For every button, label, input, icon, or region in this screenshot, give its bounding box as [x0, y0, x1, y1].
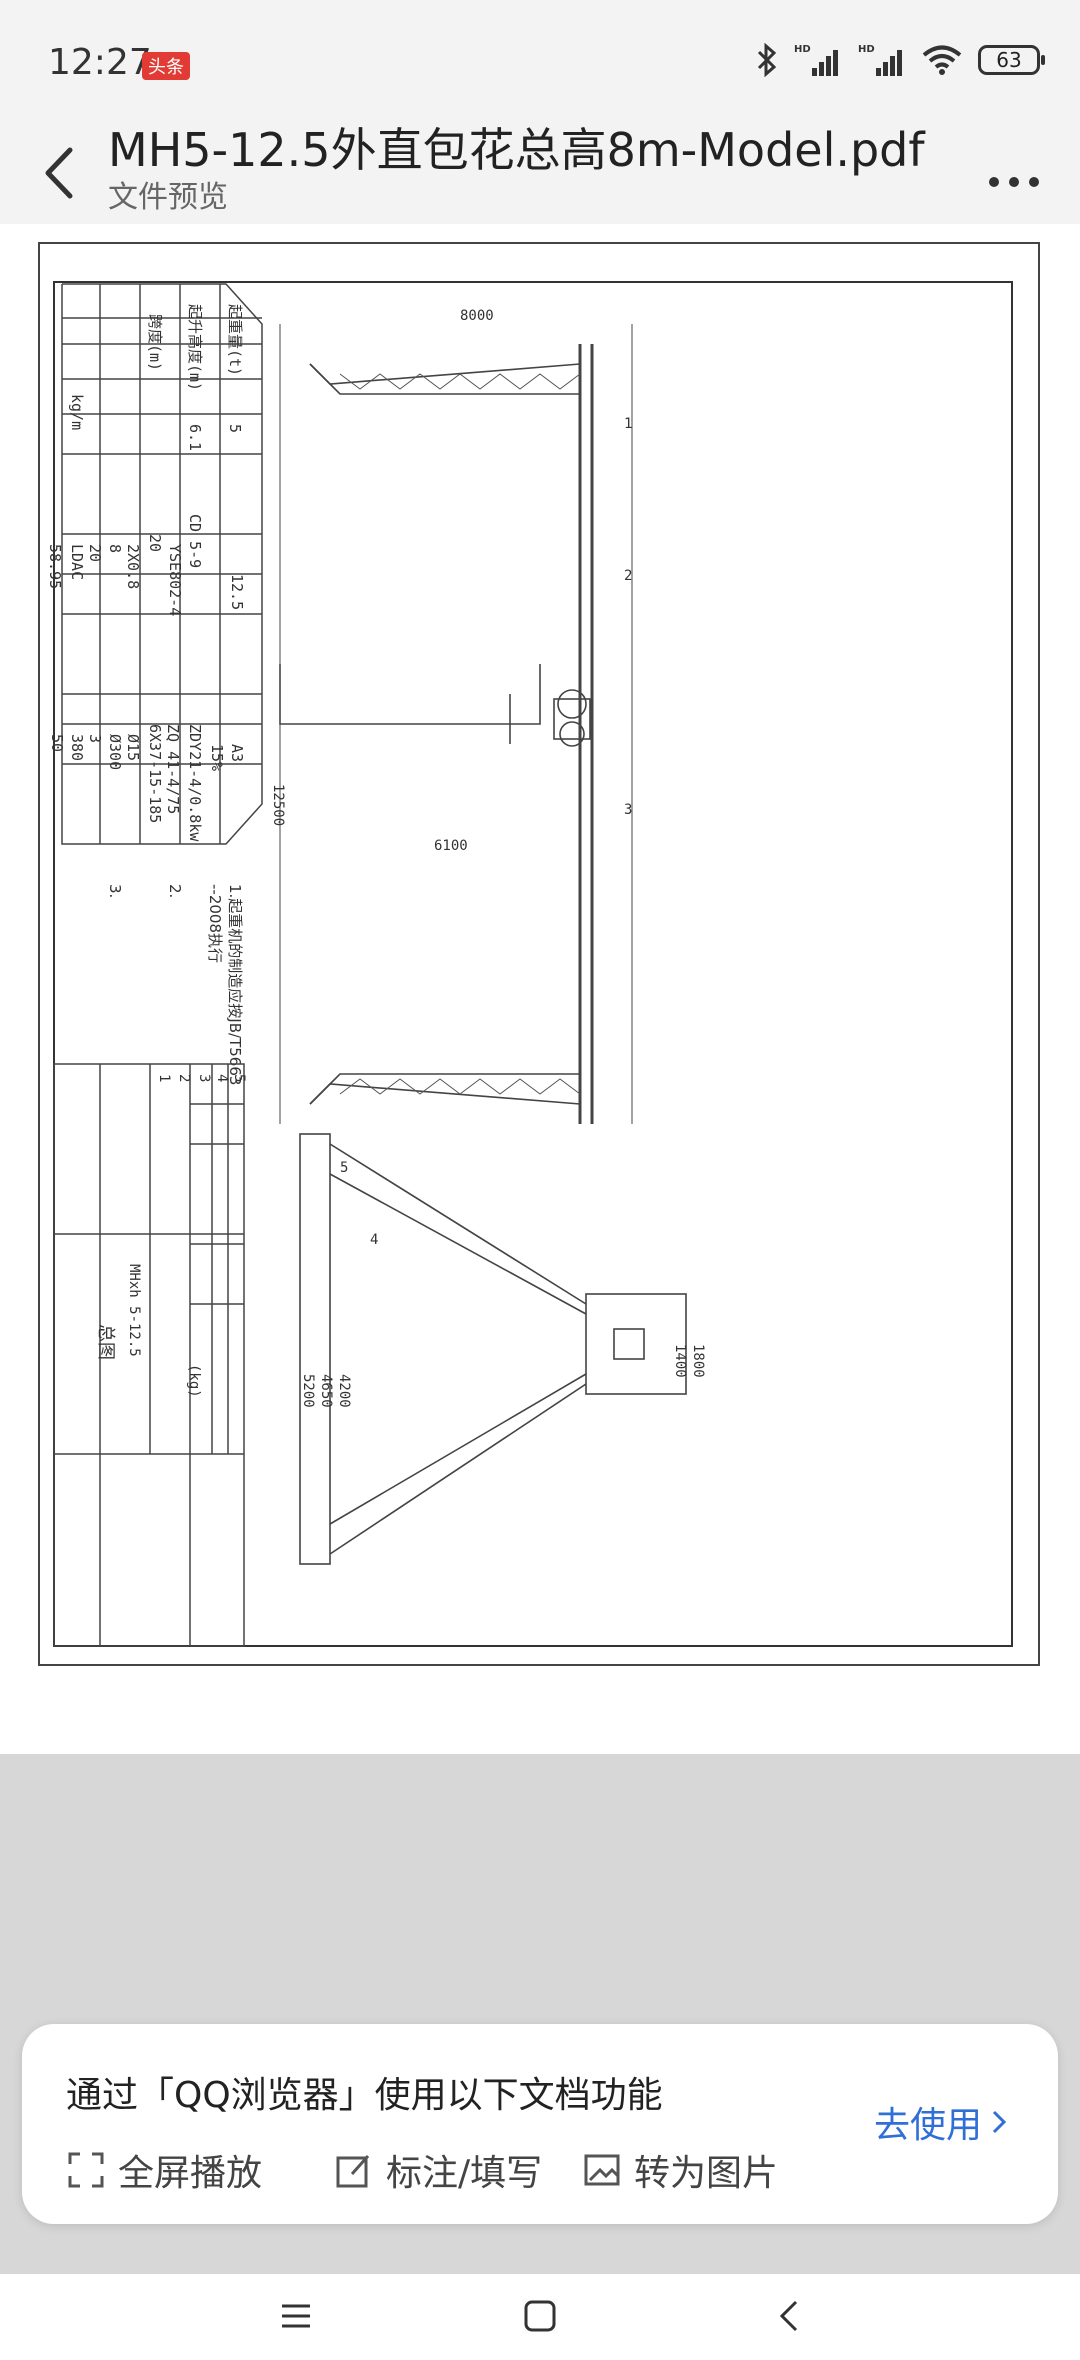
back-arrow-icon[interactable] — [34, 138, 90, 208]
spec-drive: ZDY21-4/0.8kw — [186, 724, 204, 842]
spec-label-span: 跨度(m) — [146, 314, 164, 371]
bluetooth-icon — [757, 43, 777, 77]
spec-weight: 58.95 — [46, 544, 64, 589]
fullscreen-label: 全屏播放 — [118, 2153, 263, 2194]
document-title: MH5-12.5外直包花总高8m-Model.pdf — [108, 123, 925, 177]
dim-5200: 5200 — [300, 1374, 316, 1408]
spec-wheels: 3 — [86, 734, 104, 743]
spec-rope-dia: Ø15 — [124, 734, 142, 761]
spec-label-height: 起升高度(m) — [186, 304, 204, 391]
parts-number-4: 2 — [176, 1074, 192, 1082]
annotate-label: 标注/填写 — [386, 2153, 543, 2194]
more-options-icon[interactable] — [984, 142, 1044, 198]
note-3: 3. — [106, 884, 124, 898]
to-image-label: 转为图片 — [634, 2153, 779, 2194]
image-icon — [584, 2154, 620, 2186]
system-nav-bar — [0, 2274, 1080, 2360]
to-image-feature[interactable]: 转为图片 — [582, 2144, 778, 2196]
use-button[interactable]: 去使用 — [874, 2096, 1008, 2148]
callout-3: 3 — [624, 802, 632, 818]
status-bar: 12:27 头条 HD HD 63 — [0, 0, 1080, 120]
spec-wheel: Ø300 — [106, 734, 124, 770]
spec-capacity: 5 — [226, 424, 244, 433]
spec-power: 2X0.8 — [124, 544, 142, 589]
dim-1400: 1400 — [672, 1344, 688, 1378]
annotate-feature[interactable]: 标注/填写 — [334, 2144, 542, 2196]
callout-5: 5 — [340, 1160, 348, 1176]
dim-4650: 4650 — [318, 1374, 334, 1408]
spec-unit: kg/m — [68, 394, 86, 430]
note-1: 1.起重机的制造应按JB/T5663 — [226, 884, 244, 1085]
spec-duty: 15% — [208, 744, 226, 771]
status-icons: HD HD 63 — [756, 38, 1045, 82]
signal-1-icon: HD — [794, 44, 838, 76]
spec-control: LDAC — [68, 544, 86, 580]
parts-number-2: 4 — [214, 1074, 230, 1082]
note-2: 2. — [166, 884, 184, 898]
news-badge: 头条 — [142, 52, 190, 80]
spec-height: 6.1 — [186, 424, 204, 451]
parts-number-3: 3 — [196, 1074, 212, 1082]
title-model: MHxh 5-12.5 — [126, 1264, 142, 1357]
spec-motor: YSE802-4 — [166, 544, 184, 616]
dim-8000: 8000 — [460, 308, 494, 324]
spec-frequency: 50 — [48, 734, 66, 752]
spec-span: 12.5 — [228, 574, 246, 610]
spec-material: A3 — [228, 744, 246, 762]
spec-rope: 6X37-15-185 — [146, 724, 164, 823]
document-viewer[interactable]: 起重量(t) 起升高度(m) 跨度(m) 5 6.1 12.5 CD 5-9 2… — [0, 224, 1080, 1754]
app-header: MH5-12.5外直包花总高8m-Model.pdf 文件预览 — [0, 120, 1080, 224]
use-button-label: 去使用 — [873, 2105, 982, 2146]
document-subtitle: 文件预览 — [108, 180, 228, 215]
back-icon[interactable] — [770, 2296, 810, 2336]
spec-speed-2: 8 — [106, 544, 124, 553]
spec-reducer: ZQ 41-4/75 — [164, 724, 182, 814]
fullscreen-icon — [68, 2152, 104, 2188]
signal-2-hd-label: HD — [858, 44, 875, 55]
edit-icon — [336, 2155, 370, 2188]
spec-label-capacity: 起重量(t) — [226, 304, 244, 376]
qq-browser-prompt-card: 通过「QQ浏览器」使用以下文档功能 全屏播放 标注/填写 转为图片 去使用 — [22, 2024, 1058, 2224]
dim-6100: 6100 — [434, 838, 468, 854]
spec-hoist: CD 5-9 — [186, 514, 204, 568]
note-1b: --2008执行 — [206, 884, 224, 963]
dim-4200: 4200 — [336, 1374, 352, 1408]
callout-2: 2 — [624, 568, 632, 584]
spec-voltage: 380 — [68, 734, 86, 761]
parts-number-5: 1 — [156, 1074, 172, 1082]
card-title: 通过「QQ浏览器」使用以下文档功能 — [66, 2075, 663, 2116]
fullscreen-feature[interactable]: 全屏播放 — [66, 2144, 262, 2196]
pdf-page: 起重量(t) 起升高度(m) 跨度(m) 5 6.1 12.5 CD 5-9 2… — [38, 242, 1040, 1666]
wifi-icon — [922, 45, 962, 75]
home-icon[interactable] — [520, 2296, 560, 2336]
callout-1: 1 — [624, 416, 632, 432]
chevron-right-icon — [992, 2110, 1007, 2134]
callout-4: 4 — [370, 1232, 378, 1248]
status-time: 12:27 — [48, 42, 152, 83]
spec-speed-3: 20 — [86, 544, 104, 562]
title-drawing-name: 总图 — [95, 1324, 116, 1360]
battery-indicator: 63 — [978, 45, 1045, 75]
dim-12500: 12500 — [270, 784, 286, 826]
title-weight: (kg) — [186, 1364, 202, 1398]
menu-icon[interactable] — [276, 2296, 316, 2336]
engineering-drawing: 起重量(t) 起升高度(m) 跨度(m) 5 6.1 12.5 CD 5-9 2… — [46, 281, 1013, 1647]
signal-2-icon: HD — [858, 44, 902, 76]
signal-1-hd-label: HD — [794, 44, 811, 55]
spec-speed-1: 20 — [146, 534, 164, 552]
dim-1800: 1800 — [690, 1344, 706, 1378]
parts-number-1: 5 — [231, 1074, 247, 1082]
